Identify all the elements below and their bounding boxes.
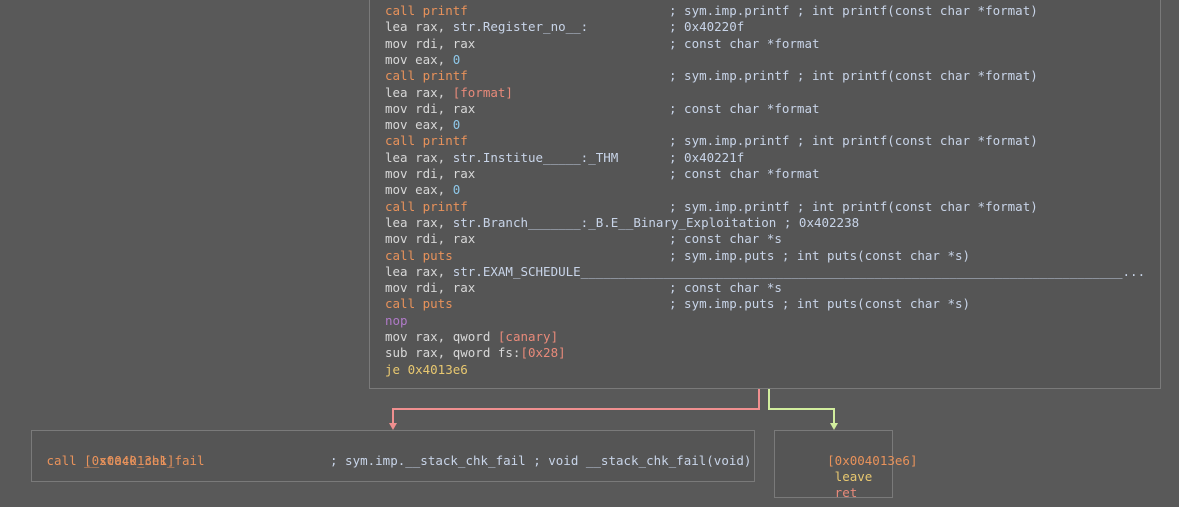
instruction-text: lea rax, — [385, 19, 453, 35]
comment: ; sym.imp.puts ; int puts(const char *s) — [669, 247, 971, 263]
instruction: call printf — [385, 133, 468, 149]
immediate-value: 0 — [452, 51, 461, 67]
instruction: sub rax, qword fs:[0x28] — [385, 345, 566, 361]
instruction: lea rax, str.EXAM_SCHEDULE______________… — [385, 264, 1145, 280]
instruction: mov eax, 0 — [385, 117, 460, 133]
basic-block-leave[interactable]: [0x004013e6] leave ret — [774, 430, 917, 500]
true-branch-edge — [768, 389, 835, 424]
comment: ; sym.imp.printf ; int printf(const char… — [669, 3, 1038, 18]
instruction: call puts — [385, 248, 453, 264]
memory-operand: [0x28] — [520, 345, 566, 361]
true-branch-arrowhead — [830, 423, 838, 430]
instruction-text: mov eax, — [385, 51, 453, 67]
instruction: mov rdi, rax — [385, 36, 475, 52]
instruction-text: mov eax, — [385, 117, 453, 133]
comment: ; const char *format — [669, 100, 820, 116]
call-mnemonic: call puts — [385, 296, 453, 312]
instruction: lea rax, [format] — [385, 85, 513, 101]
comment: ; sym.imp.printf ; int printf(const char… — [669, 133, 1038, 149]
comment: ; const char *format — [669, 35, 820, 51]
instruction-text: lea rax, — [385, 149, 453, 165]
instruction: call printf — [385, 3, 468, 19]
comment: ; 0x40221f — [669, 149, 745, 165]
instruction-text: mov eax, — [385, 182, 453, 198]
instruction: call printf — [385, 68, 468, 84]
instruction: mov rdi, rax — [385, 101, 475, 117]
instruction-text: mov rdi, rax — [385, 35, 476, 51]
instruction: mov rax, qword [canary] — [385, 329, 558, 345]
instruction-text: sub rax, qword fs: — [385, 345, 521, 361]
string-reference: str.Branch_______:_B.E__Binary_Exploitat… — [452, 214, 777, 230]
basic-block-stack-chk-fail[interactable]: [0x004013e1] call __stack_chk_fail ; sym… — [31, 430, 755, 482]
block-address: [0x004013e6] — [782, 437, 917, 468]
call-mnemonic: call printf — [385, 68, 468, 84]
instruction: nop — [385, 313, 408, 329]
conditional-jump: je 0x4013e6 — [385, 361, 468, 377]
basic-block-main[interactable]: call printf ; sym.imp.printf ; int printf… — [369, 0, 1161, 389]
code-line: ret — [782, 469, 858, 500]
address-label: [0x004013e1] — [84, 453, 175, 468]
instruction-text: mov rax, qword — [385, 329, 498, 344]
immediate-value: 0 — [452, 117, 461, 133]
instruction: je 0x4013e6 — [385, 362, 468, 378]
comment: ; 0x40220f — [669, 19, 745, 35]
instruction: leave — [827, 469, 873, 484]
nop-instruction: nop — [385, 312, 408, 328]
comment: ; sym.imp.printf ; int printf(const char… — [669, 68, 1038, 84]
instruction-text: mov rdi, rax — [385, 100, 476, 116]
string-reference: str.Register_no__: — [452, 19, 589, 35]
instruction: mov eax, 0 — [385, 182, 460, 198]
instruction: mov rdi, rax — [385, 280, 475, 296]
false-branch-arrowhead — [389, 423, 397, 430]
instruction-text: lea rax, — [385, 84, 453, 100]
call-mnemonic: call printf — [385, 198, 468, 214]
code-line: call __stack_chk_fail ; sym.imp.__stack_… — [39, 453, 752, 469]
instruction: mov rdi, rax — [385, 231, 475, 247]
instruction: call __stack_chk_fail — [39, 453, 205, 468]
instruction: ret — [827, 485, 858, 500]
comment: ; const char *s — [669, 280, 782, 296]
instruction-text: mov rdi, rax — [385, 280, 476, 296]
instruction: lea rax, str.Branch_______:_B.E__Binary_… — [385, 215, 859, 231]
instruction: lea rax, str.Institue_____:_THM — [385, 150, 618, 166]
instruction: mov rdi, rax — [385, 166, 475, 182]
false-branch-edge — [392, 389, 760, 424]
comment: ; sym.imp.printf ; int printf(const char… — [669, 198, 1038, 214]
instruction-text: mov rdi, rax — [385, 231, 476, 247]
memory-operand: [format] — [452, 84, 513, 100]
call-mnemonic: call printf — [385, 133, 468, 149]
instruction: call puts — [385, 296, 453, 312]
instruction-text: lea rax, — [385, 263, 453, 279]
memory-operand: [canary] — [497, 329, 559, 344]
comment: ; sym.imp.__stack_chk_fail ; void __stac… — [330, 453, 752, 468]
instruction: mov eax, 0 — [385, 52, 460, 68]
immediate-value: 0 — [452, 182, 461, 198]
string-reference: str.Institue_____:_THM — [452, 149, 619, 165]
comment: ; const char *s — [669, 231, 782, 247]
instruction-text: mov rdi, rax — [385, 166, 476, 181]
block-address: [0x004013e1] — [39, 437, 174, 468]
comment: ; 0x402238 — [776, 214, 860, 230]
call-mnemonic: call puts — [385, 247, 453, 263]
instruction: lea rax, str.Register_no__: — [385, 19, 588, 35]
comment: ; const char *format — [669, 166, 820, 181]
string-reference: str.EXAM_SCHEDULE_______________________… — [452, 263, 1146, 279]
comment: ; sym.imp.puts ; int puts(const char *s) — [669, 296, 971, 312]
call-mnemonic: call printf — [385, 3, 468, 18]
instruction: call printf — [385, 199, 468, 215]
code-line: leave — [782, 453, 873, 484]
address-label: [0x004013e6] — [827, 453, 918, 468]
instruction-text: lea rax, — [385, 214, 453, 230]
